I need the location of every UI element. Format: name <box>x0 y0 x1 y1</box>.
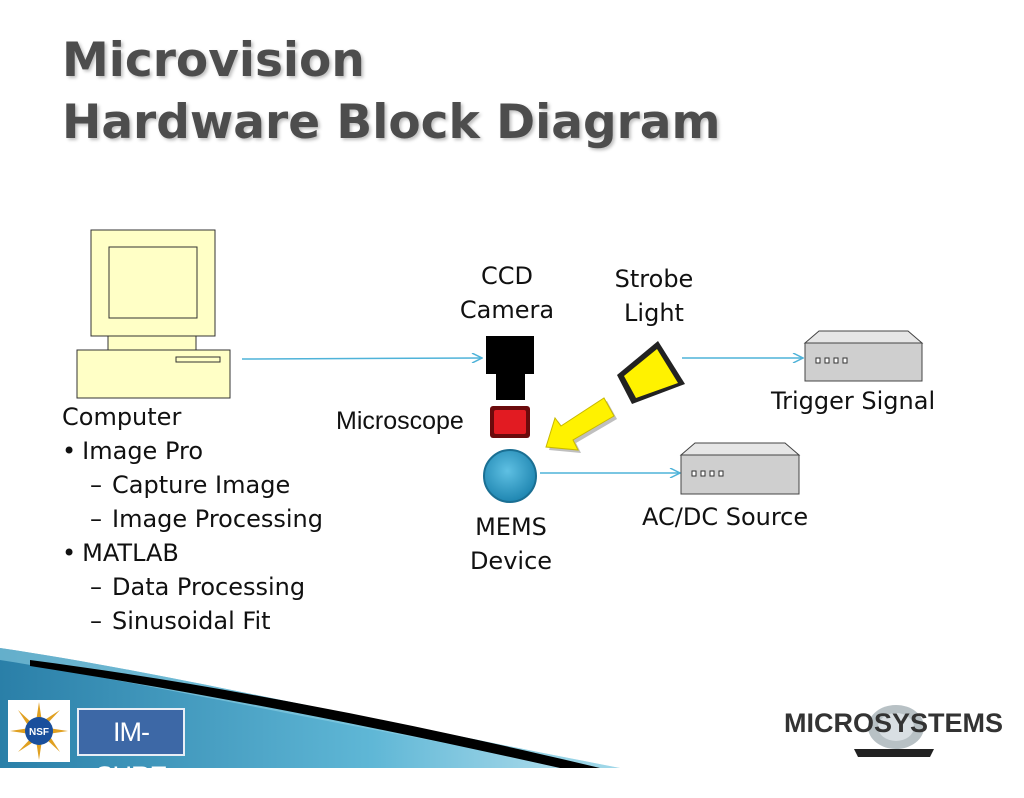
ac-dc-source-box <box>679 442 801 495</box>
mems-device-label: MEMS Device <box>469 513 553 575</box>
light-beam-arrow <box>545 397 617 453</box>
microscope-label: Microscope <box>336 407 464 435</box>
list-subitem: Data Processing <box>62 570 323 604</box>
list-item: Image Pro <box>62 434 323 468</box>
strobe-light-label: Strobe Light <box>614 265 694 327</box>
microscope-icon <box>490 406 530 438</box>
computer-icon <box>76 229 231 399</box>
computer-description: Computer Image Pro Capture Image Image P… <box>62 400 323 638</box>
microsystems-logo: MICROSYSTEMS <box>784 708 1004 738</box>
slide-title-line2: Hardware Block Diagram <box>62 95 721 150</box>
list-subitem: Image Processing <box>62 502 323 536</box>
slide-title: Microvision Hardware Block Diagram <box>62 30 720 154</box>
list-item: MATLAB <box>62 536 323 570</box>
camera-to-computer-arrow <box>241 358 482 359</box>
microsystems-logo-mark <box>854 705 934 757</box>
strobe-light-icon <box>617 341 685 404</box>
mems-device-icon <box>483 449 537 503</box>
trigger-signal-box <box>803 330 924 382</box>
imsure-logo: IM-SURE <box>77 708 185 791</box>
ccd-camera-icon <box>486 336 534 400</box>
list-subitem: Sinusoidal Fit <box>62 604 323 638</box>
block-diagram <box>76 229 924 503</box>
ac-dc-source-label: AC/DC Source <box>642 503 809 531</box>
list-subitem: Capture Image <box>62 468 323 502</box>
ccd-camera-label: CCD Camera <box>459 262 555 324</box>
computer-label: Computer <box>62 403 182 431</box>
slide-title-line1: Microvision <box>62 33 365 88</box>
nsf-logo: NSF <box>8 700 70 762</box>
trigger-signal-label: Trigger Signal <box>771 387 936 415</box>
svg-text:NSF: NSF <box>29 727 49 738</box>
